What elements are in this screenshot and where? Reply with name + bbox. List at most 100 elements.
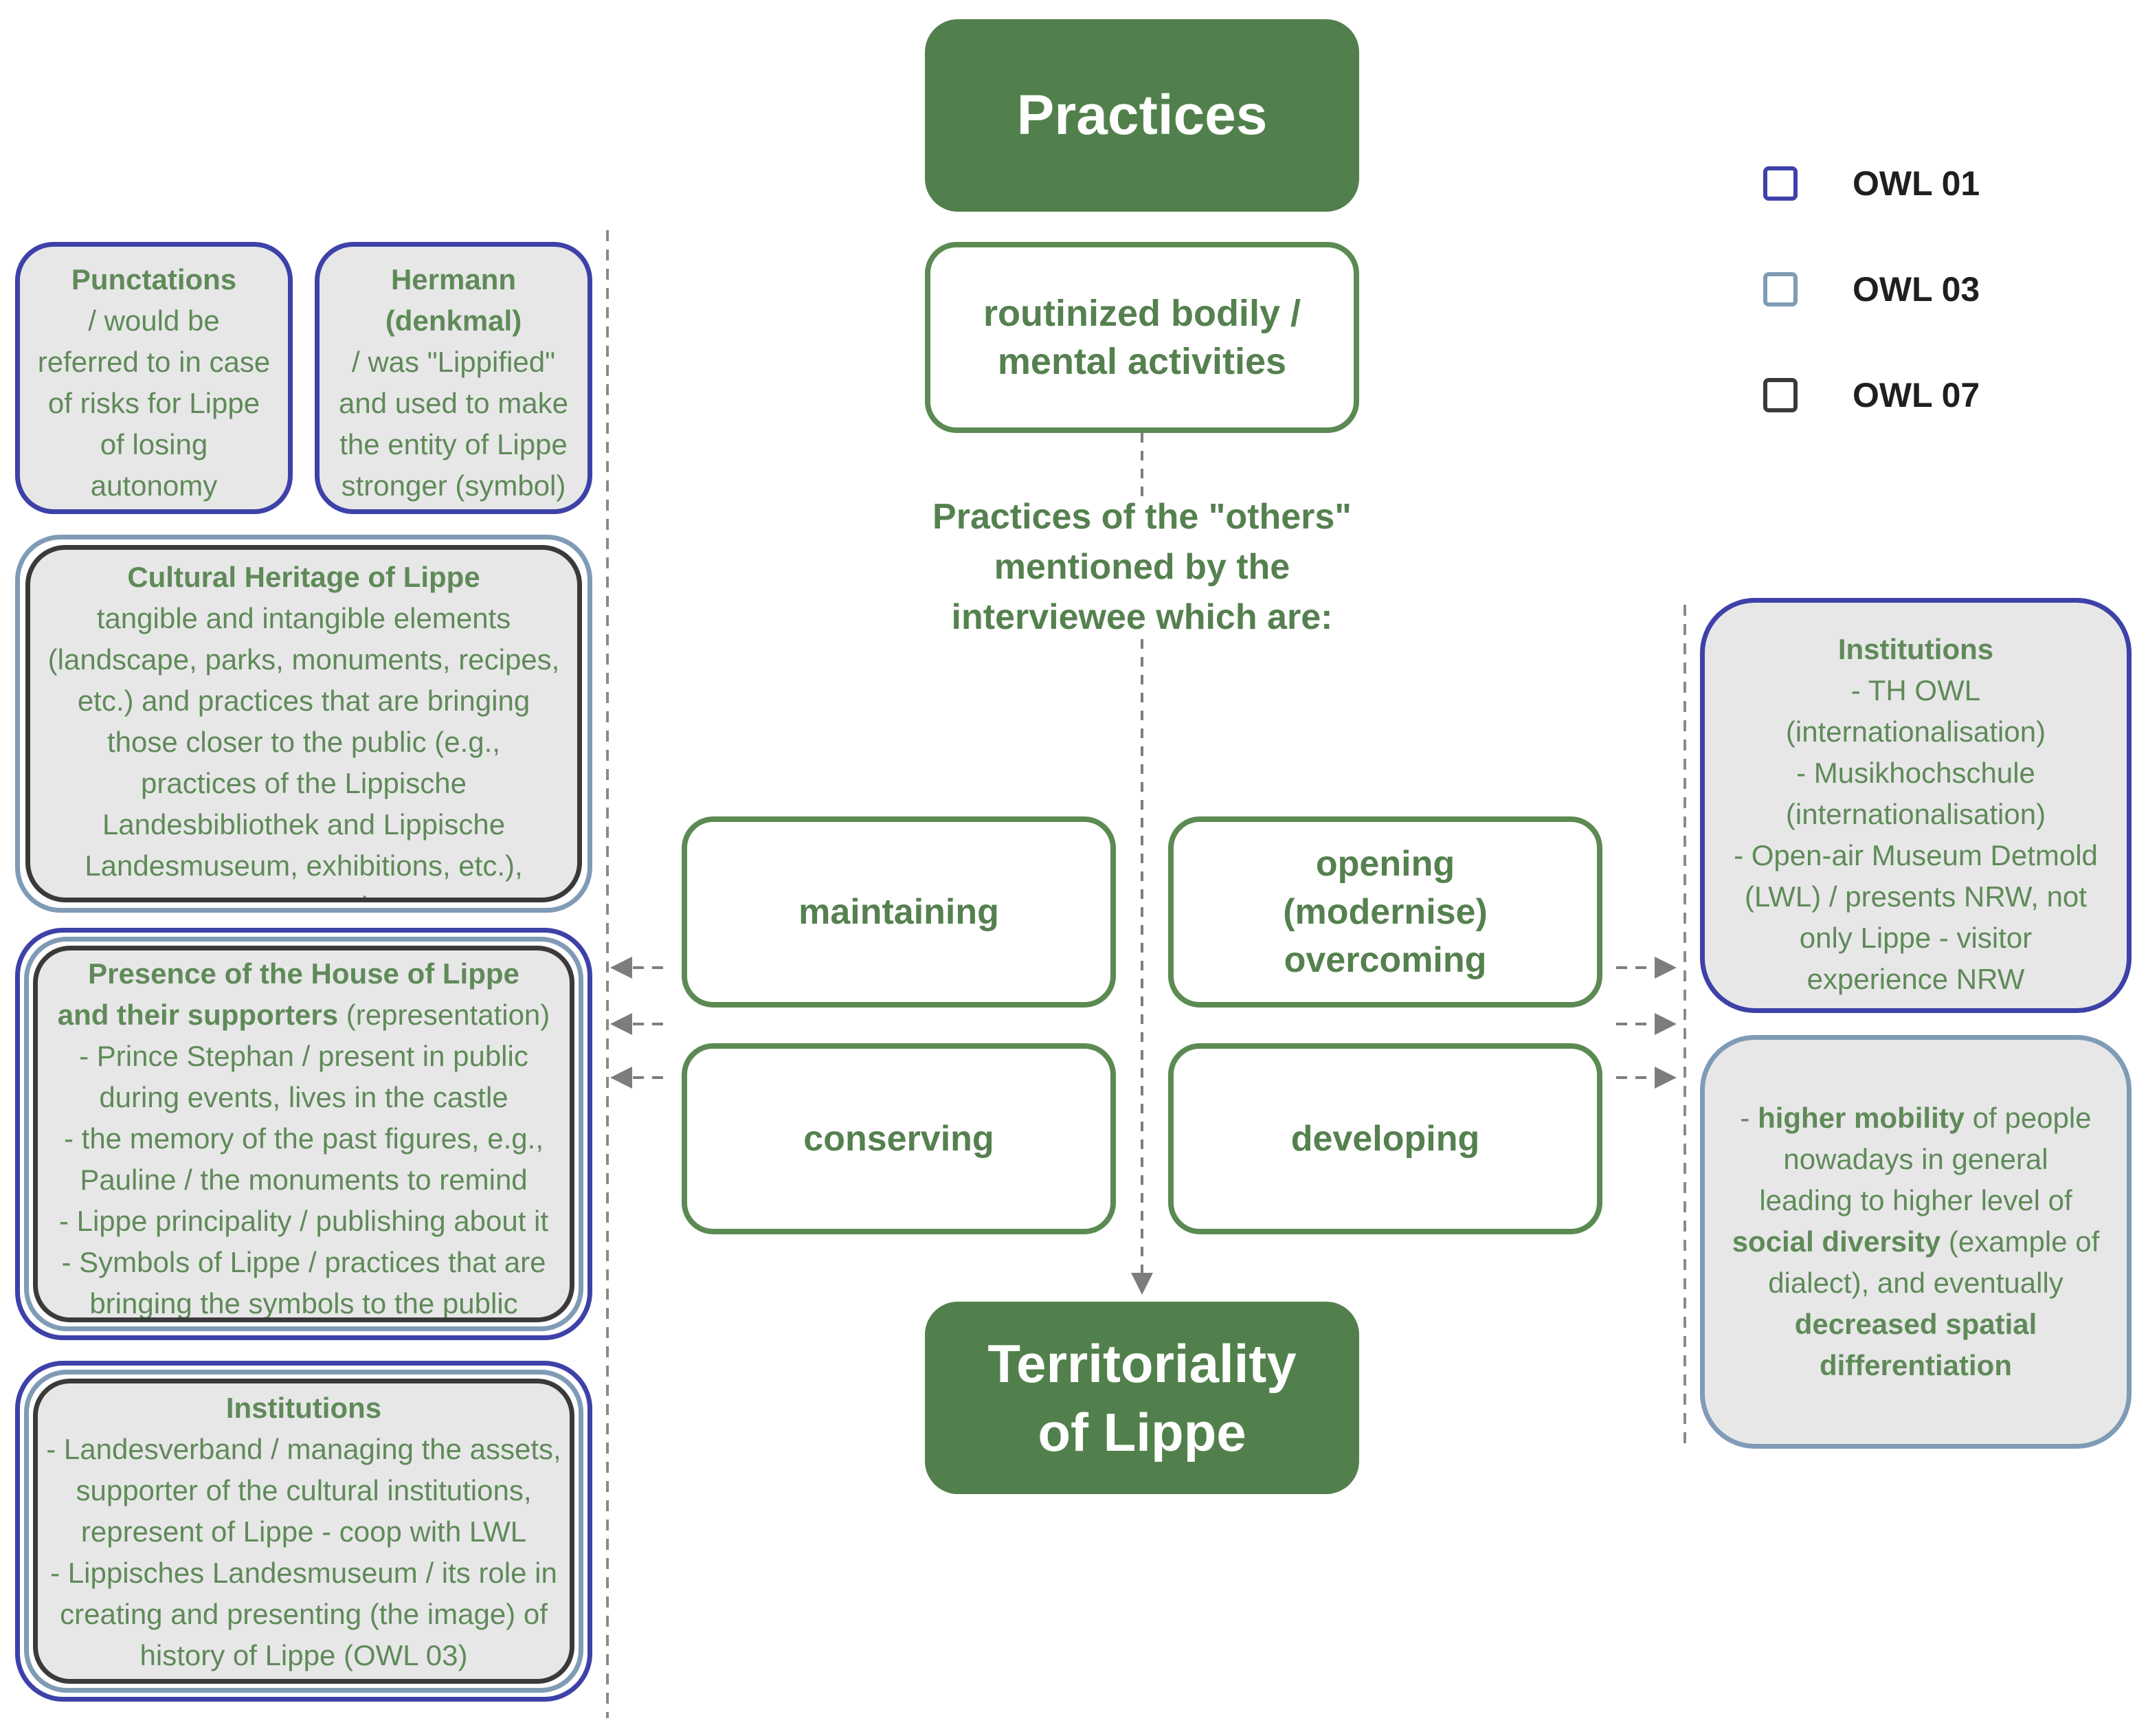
right-institutions-note: Institutions - TH OWL (internationalisat… [1700,598,2132,1013]
note-line: during events, lives in the castle [99,1081,508,1113]
hermann-title: (denkmal) [385,304,522,337]
right-institutions-title: Institutions [1837,633,1994,665]
routinized-activities-box: routinized bodily / mental activities [925,242,1359,433]
mobility-prefix: - [1740,1102,1758,1134]
note-line: of risks for Lippe [47,387,260,419]
hermann-note: Hermann (denkmal) / was "Lippified" and … [315,242,592,514]
note-line: - TH OWL [1850,674,1981,706]
punctations-note: Punctations / would be referred to in ca… [15,242,293,514]
note-line: - Lippe principality / publishing about … [58,1205,549,1237]
note-line: represent of Lippe - coop with LWL [80,1515,527,1548]
routinized-activities-label: routinized bodily / mental activities [983,293,1301,382]
note-line: tangible and intangible elements [96,602,511,634]
note-line: creating and presenting (the image) of [60,1598,548,1630]
differentiation-bold: differentiation [1820,1349,2012,1381]
legend-label: OWL 07 [1853,376,1980,414]
question-line: Practices of the "others" [932,497,1352,537]
house-title: Presence of the House of Lippe [88,957,519,990]
note-line: practices of the Lippische [141,767,467,799]
note-line: - Prince Stephan / present in public [79,1040,528,1072]
note-line: - Open-air Museum Detmold [1734,839,2098,871]
note-line: etc.) and practices that are bringing [77,685,530,717]
opening-label: opening [1315,844,1455,884]
maintaining-box: maintaining [682,816,1116,1008]
opening-box: opening (modernise) overcoming [1168,816,1602,1008]
note-line: only Lippe - visitor [1799,922,2033,954]
note-line: - the memory of the past figures, e.g., [64,1122,544,1155]
note-line: experience NRW [1806,963,2025,995]
note-line: - Lippisches Landesmuseum / its role in [50,1557,557,1589]
left-institutions-note: Institutions - Landesverband / managing … [33,1379,574,1684]
house-note-outer: Presence of the House of Lippe and their… [15,928,592,1340]
note-line: Pauline / the monuments to remind [80,1164,528,1196]
territoriality-line: Territoriality [987,1333,1297,1394]
left-institutions-title: Institutions [225,1392,382,1424]
house-title-bold: and their supporters [57,999,339,1031]
heritage-note: Cultural Heritage of Lippe tangible and … [25,545,582,902]
legend-label: OWL 03 [1853,270,1980,309]
modernise-label: (modernise) [1283,892,1488,932]
maintaining-label: maintaining [798,892,999,932]
developing-box: developing [1168,1043,1602,1234]
note-line: - Symbols of Lippe / practices that are [61,1246,546,1278]
note-line: history of Lippe (OWL 03) [139,1639,468,1671]
note-line: (internationalisation) [1785,798,2046,830]
territoriality-line: of Lippe [1038,1402,1246,1462]
mobility-rest: of people [1965,1102,2092,1134]
note-line: / was "Lippified" [352,346,555,378]
note-line: differentiation [1820,1345,2012,1386]
developing-label: developing [1290,1119,1480,1159]
legend: OWL 01 OWL 03 OWL 07 [1763,164,2121,415]
conserving-label: conserving [803,1119,994,1159]
heritage-note-outer: Cultural Heritage of Lippe tangible and … [15,535,592,913]
note-line: - higher mobility of people [1740,1098,2091,1139]
diversity-rest: (example of [1940,1225,2100,1258]
note-line: stronger (symbol) [341,469,566,502]
mobility-note: - higher mobility of people nowadays in … [1700,1035,2132,1449]
note-line: and used to make [339,387,568,419]
question-line: interviewee which are: [951,597,1333,637]
legend-item-owl07: OWL 07 [1763,375,2121,415]
question-line: mentioned by the [994,547,1290,587]
note-line: leading to higher level of [1759,1184,2072,1216]
left-institutions-note-outer: Institutions - Landesverband / managing … [15,1361,592,1702]
legend-swatch [1763,272,1798,307]
note-line: Landesbibliothek and Lippische [102,808,506,841]
note-line: the entity of Lippe [339,428,568,460]
note-line: nowadays in general [1783,1143,2048,1175]
note-line: supporter of the cultural institutions, [76,1474,532,1506]
note-line: autonomy [90,469,218,502]
territoriality-box: Territoriality of Lippe [925,1302,1359,1494]
heritage-title: Cultural Heritage of Lippe [127,561,480,593]
house-note: Presence of the House of Lippe and their… [33,946,574,1322]
legend-item-owl01: OWL 01 [1763,164,2121,203]
house-title-line2: and their supporters (representation) [58,994,550,1036]
legend-swatch [1763,378,1798,412]
legend-swatch [1763,166,1798,201]
house-note-middle: Presence of the House of Lippe and their… [24,937,583,1331]
mobility-bold: higher mobility [1758,1102,1965,1134]
punctations-title: Punctations [71,263,237,296]
house-title-rest: (representation) [338,999,550,1031]
decreased-bold: decreased spatial [1794,1308,2037,1340]
legend-item-owl03: OWL 03 [1763,269,2121,309]
practices-header: Practices [925,19,1359,212]
note-line: gastronomic [225,887,383,898]
conserving-box: conserving [682,1043,1116,1234]
hermann-title: Hermann [390,263,517,296]
practices-title: Practices [1016,84,1268,146]
note-line: those closer to the public (e.g., [107,726,500,758]
note-line: (landscape, parks, monuments, recipes, [47,643,560,676]
note-line: social diversity (example of [1732,1221,2100,1262]
overcoming-label: overcoming [1284,940,1487,980]
left-institutions-note-middle: Institutions - Landesverband / managing … [24,1370,583,1693]
legend-label: OWL 01 [1853,164,1980,203]
note-line: / would be [88,304,220,337]
note-line: - Musikhochschule [1796,757,2035,789]
note-line: (internationalisation) [1785,715,2046,748]
diversity-bold: social diversity [1732,1225,1941,1258]
note-line: decreased spatial [1795,1304,2037,1345]
note-line: (LWL) / presents NRW, not [1745,880,2087,913]
note-line: - Landesverband / managing the assets, [46,1433,561,1465]
